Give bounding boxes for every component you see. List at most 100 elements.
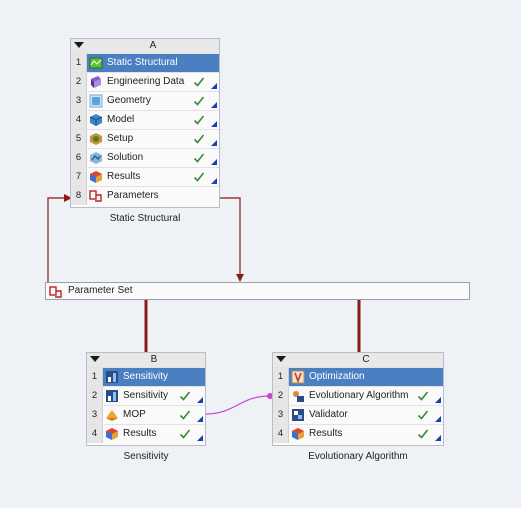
system-letter: C <box>362 354 370 365</box>
status-check-icon <box>417 390 429 402</box>
cell-dropdown-triangle-icon[interactable] <box>197 435 203 441</box>
cell-setup[interactable]: 5 Setup <box>71 129 219 148</box>
status-check-icon <box>179 428 191 440</box>
static-structural-icon <box>89 56 103 70</box>
system-letter: B <box>150 354 158 365</box>
system-menu-arrow-icon[interactable] <box>276 356 286 362</box>
cell-label: Results <box>107 171 141 182</box>
cell-sensitivity[interactable]: 1 Sensitivity <box>87 367 205 386</box>
solution-icon <box>89 151 103 165</box>
system-menu-arrow-icon[interactable] <box>90 356 100 362</box>
cell-dropdown-triangle-icon[interactable] <box>211 159 217 165</box>
cell-engineering-data[interactable]: 2 Engineering Data <box>71 72 219 91</box>
sensitivity-icon <box>105 370 119 384</box>
system-b-header: B <box>87 353 205 368</box>
results-icon <box>291 427 305 441</box>
system-c-header: C <box>273 353 443 368</box>
system-a-caption: Static Structural <box>109 213 181 224</box>
row-number: 3 <box>87 406 103 424</box>
validator-icon <box>291 408 305 422</box>
cell-label: Sensitivity <box>123 390 169 401</box>
system-b-caption: Sensitivity <box>123 451 169 462</box>
system-menu-arrow-icon[interactable] <box>74 42 84 48</box>
engineering-data-icon <box>89 75 103 89</box>
cell-dropdown-triangle-icon[interactable] <box>197 416 203 422</box>
status-check-icon <box>193 95 205 107</box>
parameter-set-icon <box>49 285 63 299</box>
cell-dropdown-triangle-icon[interactable] <box>435 397 441 403</box>
status-check-icon <box>179 390 191 402</box>
geometry-icon <box>89 94 103 108</box>
cell-label: Model <box>107 114 135 125</box>
cell-results[interactable]: 7 Results <box>71 167 219 186</box>
cell-label: Geometry <box>107 95 151 106</box>
system-letter: A <box>149 40 157 51</box>
row-number: 2 <box>71 73 87 91</box>
row-number: 3 <box>273 406 289 424</box>
cell-results[interactable]: 4 Results <box>273 424 443 443</box>
cell-dropdown-triangle-icon[interactable] <box>211 83 217 89</box>
cell-label: MOP <box>123 409 146 420</box>
link-endpoint-dot <box>267 393 273 399</box>
status-check-icon <box>417 409 429 421</box>
cell-label: Validator <box>309 409 348 420</box>
sensitivity-icon <box>105 389 119 403</box>
results-icon <box>105 427 119 441</box>
results-icon <box>89 170 103 184</box>
system-a-header: A <box>71 39 219 54</box>
cell-evolutionary-algorithm[interactable]: 2 Evolutionary Algorithm <box>273 386 443 405</box>
cell-geometry[interactable]: 3 Geometry <box>71 91 219 110</box>
cell-label: Static Structural <box>107 57 178 68</box>
status-check-icon <box>193 152 205 164</box>
parameter-set-to-parameters-link <box>47 197 68 282</box>
cell-solution[interactable]: 6 Solution <box>71 148 219 167</box>
cell-dropdown-triangle-icon[interactable] <box>435 435 441 441</box>
model-icon <box>89 113 103 127</box>
status-check-icon <box>193 76 205 88</box>
row-number: 5 <box>71 130 87 148</box>
row-number: 2 <box>273 387 289 405</box>
parameters-icon <box>89 189 103 203</box>
cell-label: Setup <box>107 133 134 144</box>
cell-label: Engineering Data <box>107 76 185 87</box>
mop-icon <box>105 408 119 422</box>
status-check-icon <box>193 133 205 145</box>
cell-dropdown-triangle-icon[interactable] <box>211 178 217 184</box>
link-arrowhead <box>236 274 244 282</box>
cell-mop[interactable]: 3 MOP <box>87 405 205 424</box>
row-number: 6 <box>71 149 87 167</box>
row-number: 4 <box>87 425 103 443</box>
row-number: 8 <box>71 187 87 205</box>
cell-dropdown-triangle-icon[interactable] <box>435 416 441 422</box>
cell-dropdown-triangle-icon[interactable] <box>211 140 217 146</box>
cell-dropdown-triangle-icon[interactable] <box>211 102 217 108</box>
optimization-icon <box>291 370 305 384</box>
evolutionary-algorithm-icon <box>291 389 305 403</box>
cell-validator[interactable]: 3 Validator <box>273 405 443 424</box>
cell-label: Sensitivity <box>123 371 169 382</box>
cell-dropdown-triangle-icon[interactable] <box>197 397 203 403</box>
row-number: 1 <box>87 368 103 386</box>
row-number: 7 <box>71 168 87 186</box>
cell-label: Optimization <box>309 371 365 382</box>
parameter-set-bar[interactable]: Parameter Set <box>45 282 470 300</box>
cell-label: Solution <box>107 152 144 163</box>
cell-label: Evolutionary Algorithm <box>309 390 409 401</box>
row-number: 4 <box>273 425 289 443</box>
cell-dropdown-triangle-icon[interactable] <box>211 121 217 127</box>
status-check-icon <box>193 114 205 126</box>
link-arrowhead <box>64 194 72 202</box>
row-number: 3 <box>71 92 87 110</box>
parameters-to-parameter-set-link <box>220 197 241 278</box>
cell-label: Results <box>309 428 343 439</box>
